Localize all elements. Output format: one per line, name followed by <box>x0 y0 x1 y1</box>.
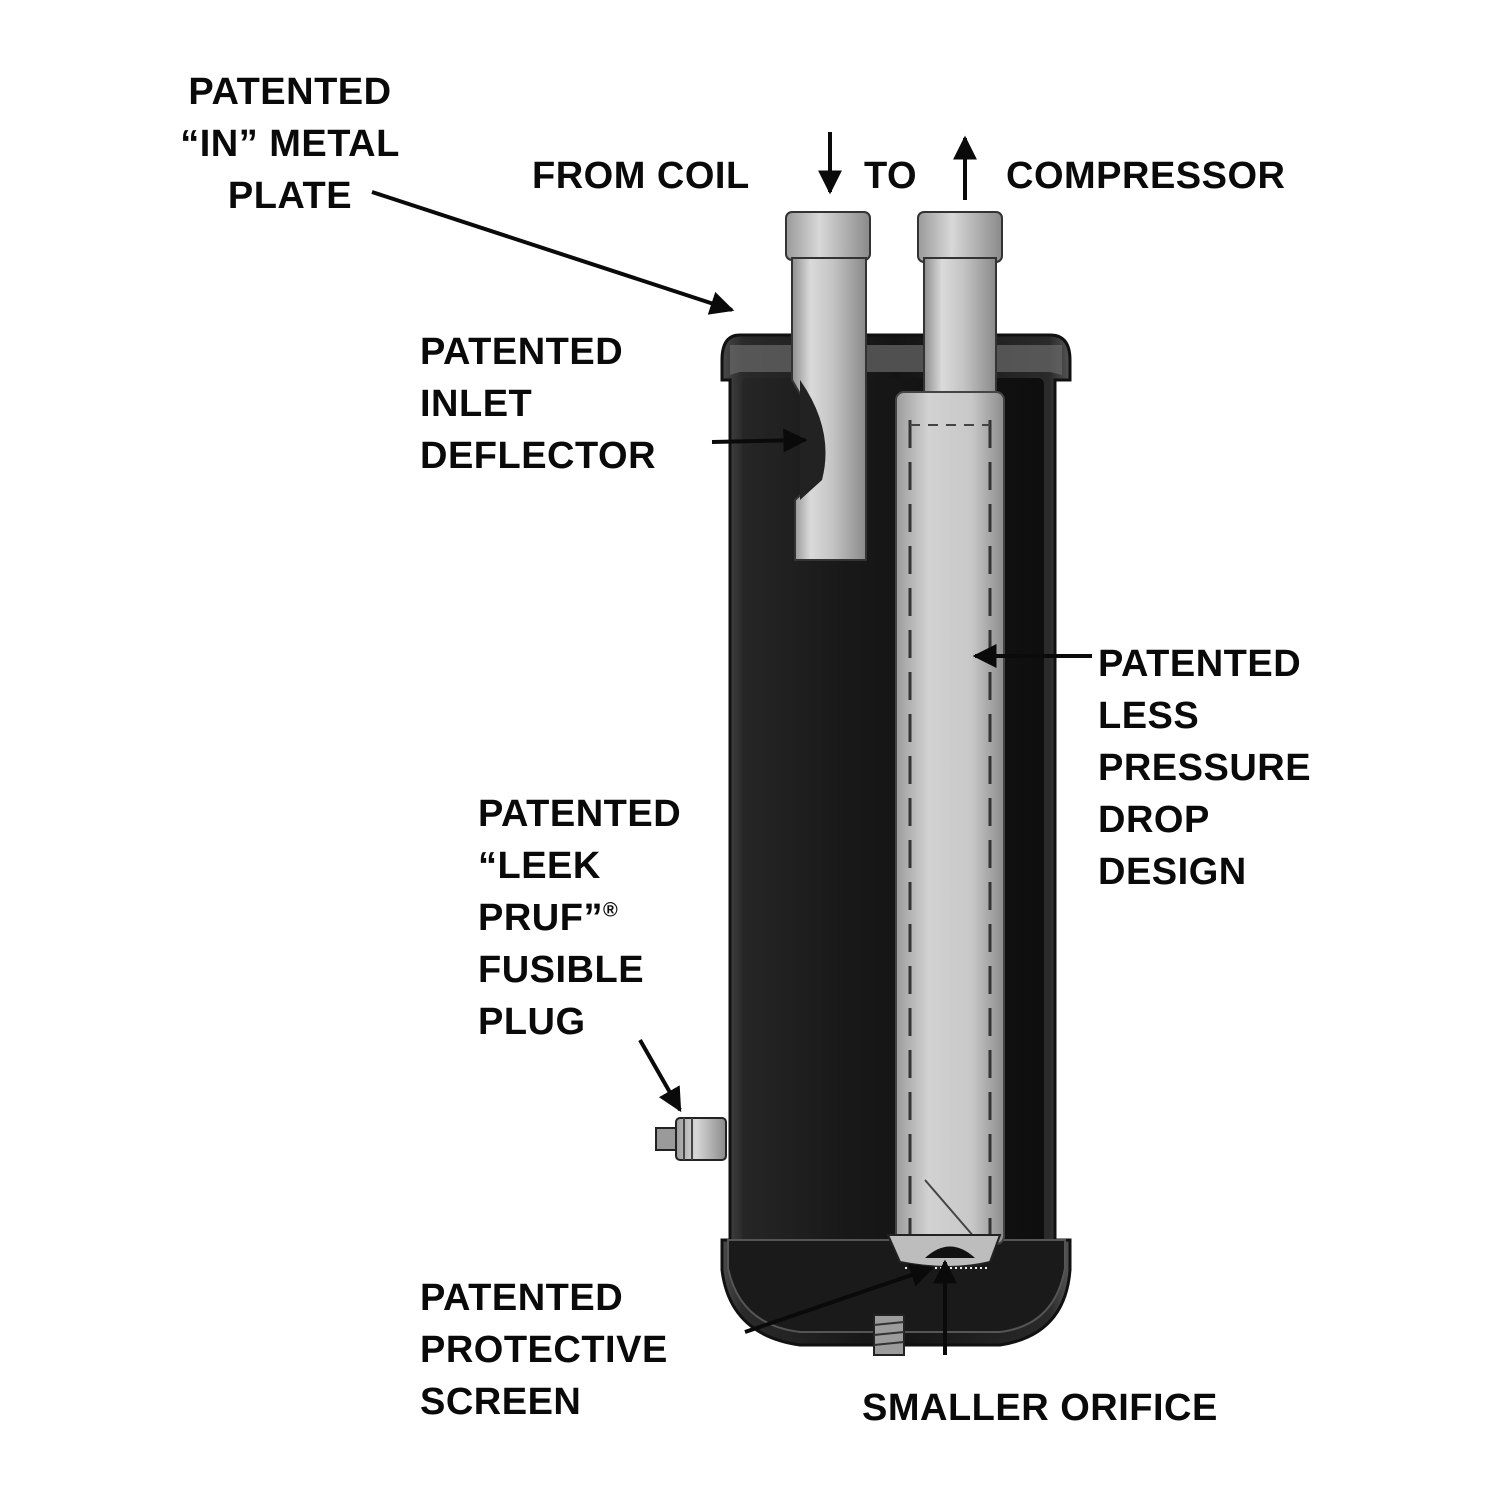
arrow-inlet-deflector <box>711 428 808 453</box>
label-fusible-plug: PATENTED “LEEK PRUF”® FUSIBLE PLUG <box>478 793 682 1043</box>
leader-arrows <box>371 132 1092 1355</box>
arrow-metal-plate <box>371 190 735 315</box>
label-smaller-orifice: SMALLER ORIFICE <box>862 1387 1218 1429</box>
label-protective-screen: PATENTED PROTECTIVE SCREEN <box>420 1277 668 1423</box>
inlet-tube <box>785 211 871 561</box>
arrow-fusible-plug <box>638 1039 682 1113</box>
fusible-plug-pruf: PRUF” <box>478 897 603 939</box>
registered-mark: ® <box>602 899 619 922</box>
outlet-tube <box>886 211 1005 1269</box>
label-to: TO <box>864 155 918 197</box>
label-inlet-deflector: PATENTED INLET DEFLECTOR <box>420 331 657 477</box>
arrow-protective-screen <box>744 1263 935 1334</box>
label-less-pressure-drop: PATENTED LESS PRESSURE DROP DESIGN <box>1098 643 1312 893</box>
mounting-stud <box>873 1314 905 1356</box>
label-from-coil: FROM COIL <box>532 155 750 197</box>
label-in-metal-plate: PATENTED “IN” METAL PLATE <box>180 71 400 217</box>
label-compressor: COMPRESSOR <box>1006 155 1286 197</box>
fusible-plug <box>655 1117 727 1161</box>
